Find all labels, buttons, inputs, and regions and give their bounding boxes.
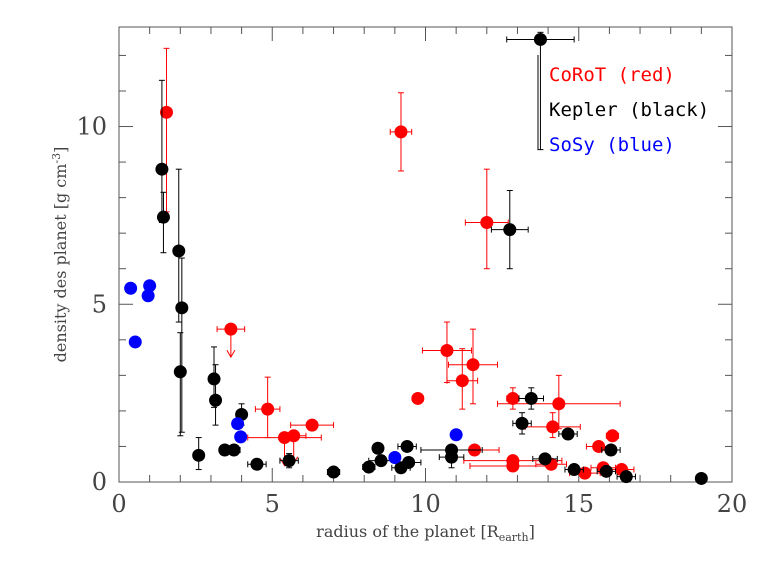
data-point <box>124 281 138 295</box>
plot-frame <box>118 26 733 483</box>
data-point <box>128 335 142 349</box>
data-point <box>175 301 189 315</box>
data-point <box>604 443 618 457</box>
x-tick-label: 15 <box>563 490 594 518</box>
data-point <box>506 391 520 405</box>
data-point <box>327 465 341 479</box>
data-point <box>619 470 633 484</box>
legend-entry-kepler: Kepler (black) <box>549 99 709 121</box>
data-point <box>400 439 414 453</box>
data-point <box>466 358 480 372</box>
data-point <box>533 32 547 46</box>
data-point <box>402 455 416 469</box>
x-tick-label: 20 <box>717 490 748 518</box>
x-axis-label-sub: earth <box>499 531 529 544</box>
series-sosy <box>124 279 463 464</box>
data-point <box>143 279 157 293</box>
plot-frame-layer: 0 5 10 15 20 0 5 10 <box>76 26 748 518</box>
data-point <box>503 223 517 237</box>
data-point <box>287 429 301 443</box>
data-point <box>455 374 469 388</box>
data-point <box>374 454 388 468</box>
data-point <box>207 372 221 386</box>
data-point <box>506 459 520 473</box>
data-point <box>394 125 408 139</box>
data-point <box>172 244 186 258</box>
data-point <box>445 450 459 464</box>
data-point <box>515 416 529 430</box>
data-point <box>282 454 296 468</box>
y-tick-label: 10 <box>76 113 107 141</box>
x-tick-label: 10 <box>410 490 441 518</box>
data-point <box>592 439 606 453</box>
data-point <box>224 322 238 336</box>
data-point <box>546 420 560 434</box>
legend-entry-sosy: SoSy (blue) <box>549 134 675 156</box>
legend-entry-corot: CoRoT (red) <box>549 64 675 86</box>
y-axis-label-end: ] <box>51 147 70 153</box>
y-tick-label: 5 <box>92 290 107 318</box>
data-point <box>192 448 206 462</box>
data-point <box>552 397 566 411</box>
upper-limit-arrowhead <box>226 349 236 359</box>
y-axis-label-sup: -3 <box>50 153 63 164</box>
data-point <box>605 429 619 443</box>
data-point <box>160 105 174 119</box>
data-point <box>538 452 552 466</box>
x-axis-label: radius of the planet [Rearth] <box>316 522 535 544</box>
data-point <box>362 460 376 474</box>
data-point <box>561 427 575 441</box>
data-point <box>567 463 581 477</box>
y-axis-label: density des planet [g cm-3] <box>50 147 70 363</box>
data-point <box>250 457 264 471</box>
x-axis-label-main: radius of the planet [R <box>316 522 500 541</box>
data-point <box>141 289 155 303</box>
data-point <box>209 393 223 407</box>
data-point <box>440 343 454 357</box>
data-point <box>173 365 187 379</box>
data-point <box>261 402 275 416</box>
data-point <box>411 391 425 405</box>
data-point <box>524 391 538 405</box>
data-point <box>156 210 170 224</box>
data-point <box>694 471 708 485</box>
data-point <box>449 428 463 442</box>
x-tick-label: 0 <box>111 490 126 518</box>
data-point <box>480 216 494 230</box>
x-tick-label: 5 <box>265 490 280 518</box>
data-point <box>227 443 241 457</box>
y-axis-label-main: density des planet [g cm <box>51 164 70 363</box>
x-axis-label-end: ] <box>529 522 535 541</box>
data-point <box>155 162 169 176</box>
data-point <box>388 450 402 464</box>
series-corot <box>160 47 635 480</box>
data-point <box>599 464 613 478</box>
data-point <box>234 430 248 444</box>
y-tick-label: 0 <box>92 468 107 496</box>
data-marks-layer <box>124 31 708 485</box>
data-point <box>371 441 385 455</box>
data-point <box>231 417 245 431</box>
data-point <box>305 418 319 432</box>
data-point <box>218 443 232 457</box>
legend: CoRoT (red) Kepler (black) SoSy (blue) <box>537 55 709 156</box>
